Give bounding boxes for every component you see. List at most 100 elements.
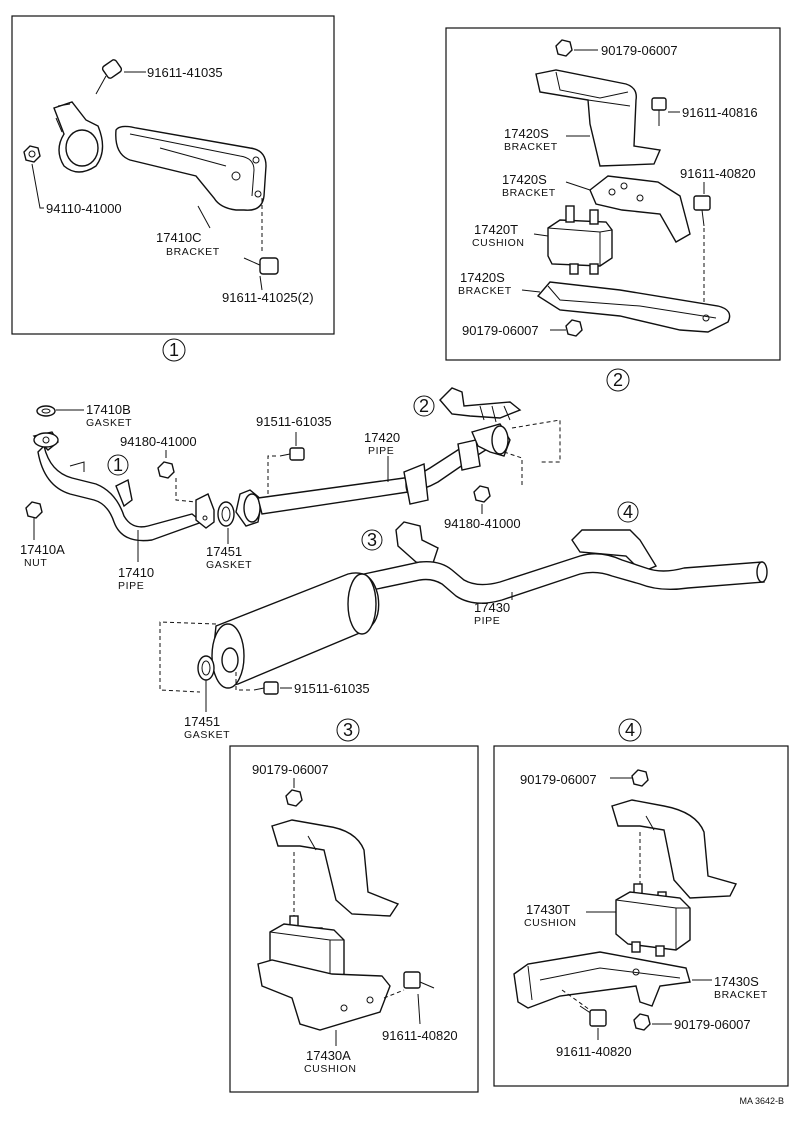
part-number: 17420S [502,172,547,187]
part-name: PIPE [474,615,500,627]
callout-marker [361,529,383,551]
part-number: 94180-41000 [120,434,197,449]
pipe-icon [362,553,768,604]
part-name: NUT [24,557,47,569]
part-number: 17420S [504,126,549,141]
part-number: 17410A [20,542,65,557]
part-number: 17420S [460,270,505,285]
bracket-icon [536,281,731,333]
part-name: GASKET [86,417,132,429]
cushion-icon [547,205,613,275]
bracket-icon [535,69,661,167]
flange-icon [195,493,215,529]
part-name: BRACKET [166,246,220,258]
part-name: BRACKET [502,187,556,199]
bolt-icon [693,195,711,227]
callout-marker [107,454,129,476]
bracket-icon [115,125,267,211]
nut-icon [631,769,649,787]
inset-1-frame [11,15,335,335]
part-name: CUSHION [304,1063,357,1075]
part-number: 17430A [306,1048,351,1063]
pipe-icon [235,423,511,527]
inset-4-frame [493,745,789,1087]
gasket-icon [36,405,56,417]
callout-number: 4 [623,502,633,522]
callout-marker [162,338,186,362]
inset-3-frame [229,745,479,1093]
bracket-icon [439,387,522,419]
callout-marker [618,718,642,742]
nut-icon [555,39,573,57]
part-number: 17430T [526,902,570,917]
bracket-icon [611,799,738,899]
part-number: 17451 [184,714,220,729]
bolt-icon [651,97,667,126]
part-name: BRACKET [504,141,558,153]
part-name: GASKET [206,559,252,571]
part-number: 17420T [474,222,518,237]
callout-number: 3 [367,530,377,550]
part-number: 90179-06007 [520,772,597,787]
part-number: 91611-41035 [147,65,223,80]
part-number: 91611-40820 [556,1044,632,1059]
part-number: 17410 [118,565,154,580]
part-number: 17430S [714,974,759,989]
figure-code: MA 3642-B [739,1096,784,1106]
inset-1: 91611-41035 94110-41000 17410C BRACKET 9… [11,15,335,362]
clamp-icon [53,101,104,173]
part-number: 91611-40820 [680,166,756,181]
part-name: PIPE [368,445,394,457]
part-name: GASKET [184,729,230,741]
nut-icon [565,319,583,337]
callout-marker [413,395,435,417]
main-assembly: 1 [20,387,768,741]
callout-number: 1 [113,455,123,475]
bolt-icon [243,257,279,275]
part-name: CUSHION [524,917,577,929]
part-number: 90179-06007 [601,43,678,58]
part-number: 91511-61035 [256,414,332,429]
bracket-icon [271,819,400,917]
gasket-icon [217,501,235,527]
part-name: CUSHION [472,237,525,249]
callout-number: 2 [419,396,429,416]
part-number: 17451 [206,544,242,559]
nut-icon [157,461,175,479]
part-number: 91611-41025(2) [222,290,314,305]
callout-number: 3 [343,720,353,740]
bolt-icon [579,1005,607,1027]
part-name: PIPE [118,580,144,592]
part-number: 17430 [474,600,510,615]
inset-2: 90179-06007 91611-40816 17420S BRACKET 1… [445,27,781,392]
inset-3: 3 90179-06007 916 [229,718,479,1093]
nut-icon [25,501,43,519]
part-name: BRACKET [458,285,512,297]
callout-number: 4 [625,720,635,740]
bracket-icon [589,175,691,243]
part-number: 90179-06007 [462,323,539,338]
muffler-icon [211,572,380,689]
bolt-icon [403,971,435,989]
gasket-icon [197,655,215,681]
bolt-icon [279,447,305,461]
part-name: BRACKET [714,989,768,1001]
bolt-icon [95,59,123,95]
callout-marker [606,368,630,392]
bolt-icon [253,681,279,695]
part-number: 94180-41000 [444,516,521,531]
callout-marker [336,718,360,742]
part-number: 90179-06007 [252,762,329,777]
part-number: 91611-40820 [382,1028,458,1043]
nut-icon [23,145,41,163]
bracket-icon [395,521,439,567]
inset-2-frame [445,27,781,361]
bracket-icon [513,951,691,1009]
nut-icon [633,1013,651,1031]
callout-marker [617,501,639,523]
callout-number: 2 [613,370,623,390]
bracket-icon [115,478,133,508]
nut-icon [285,789,303,807]
inset-4: 4 [493,718,789,1087]
